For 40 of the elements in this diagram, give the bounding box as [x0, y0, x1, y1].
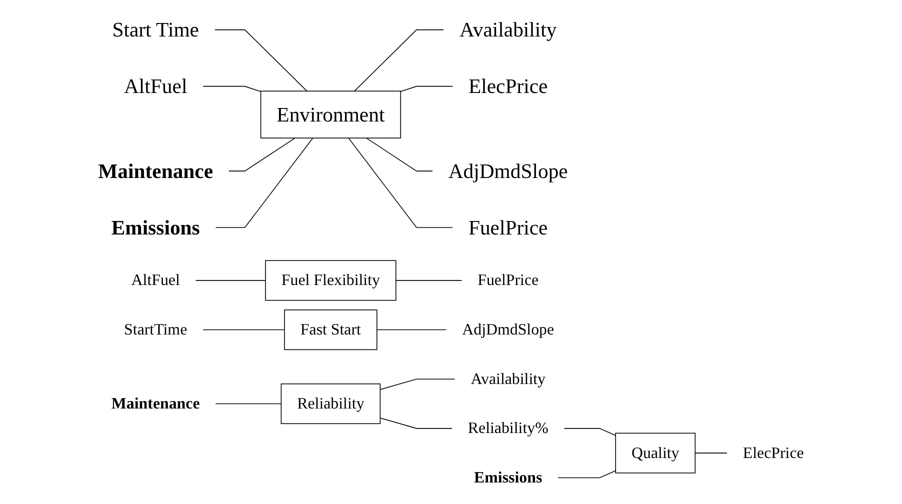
node-box: Reliability	[280, 383, 381, 424]
connector	[366, 138, 433, 172]
node-text: Availability	[459, 18, 557, 42]
connector	[558, 470, 616, 478]
connector	[400, 86, 453, 92]
connector	[354, 29, 444, 92]
node-text: AdjDmdSlope	[462, 321, 554, 339]
node-text: Emissions	[474, 468, 542, 486]
node-text: Reliability%	[468, 420, 548, 438]
connector	[215, 403, 282, 404]
connector	[380, 418, 452, 429]
node-text: ElecPrice	[742, 444, 804, 462]
connector	[228, 138, 296, 172]
connector	[348, 138, 453, 228]
node-text: AltFuel	[124, 74, 188, 98]
connector	[564, 428, 616, 436]
node-box: Environment	[260, 90, 401, 138]
connector	[380, 378, 456, 390]
node-text: ElecPrice	[468, 74, 548, 98]
node-text: Emissions	[111, 216, 200, 240]
node-text: FuelPrice	[478, 272, 539, 290]
connector	[214, 29, 308, 92]
connector	[202, 86, 262, 92]
node-text: Start Time	[112, 18, 199, 42]
node-text: Maintenance	[98, 160, 214, 183]
node-text: StartTime	[124, 321, 188, 339]
node-text: AdjDmdSlope	[448, 160, 568, 183]
node-text: Availability	[470, 370, 546, 388]
connector	[396, 280, 462, 281]
connector	[694, 452, 728, 454]
node-text: AltFuel	[131, 272, 180, 290]
node-text: Maintenance	[111, 395, 200, 413]
node-box: Fast Start	[284, 309, 378, 350]
connector	[195, 280, 266, 281]
connector	[202, 329, 285, 330]
connector	[215, 138, 314, 228]
node-box: Quality	[615, 432, 696, 474]
node-text: FuelPrice	[468, 216, 548, 240]
node-box: Fuel Flexibility	[265, 260, 396, 301]
connector	[376, 329, 447, 330]
